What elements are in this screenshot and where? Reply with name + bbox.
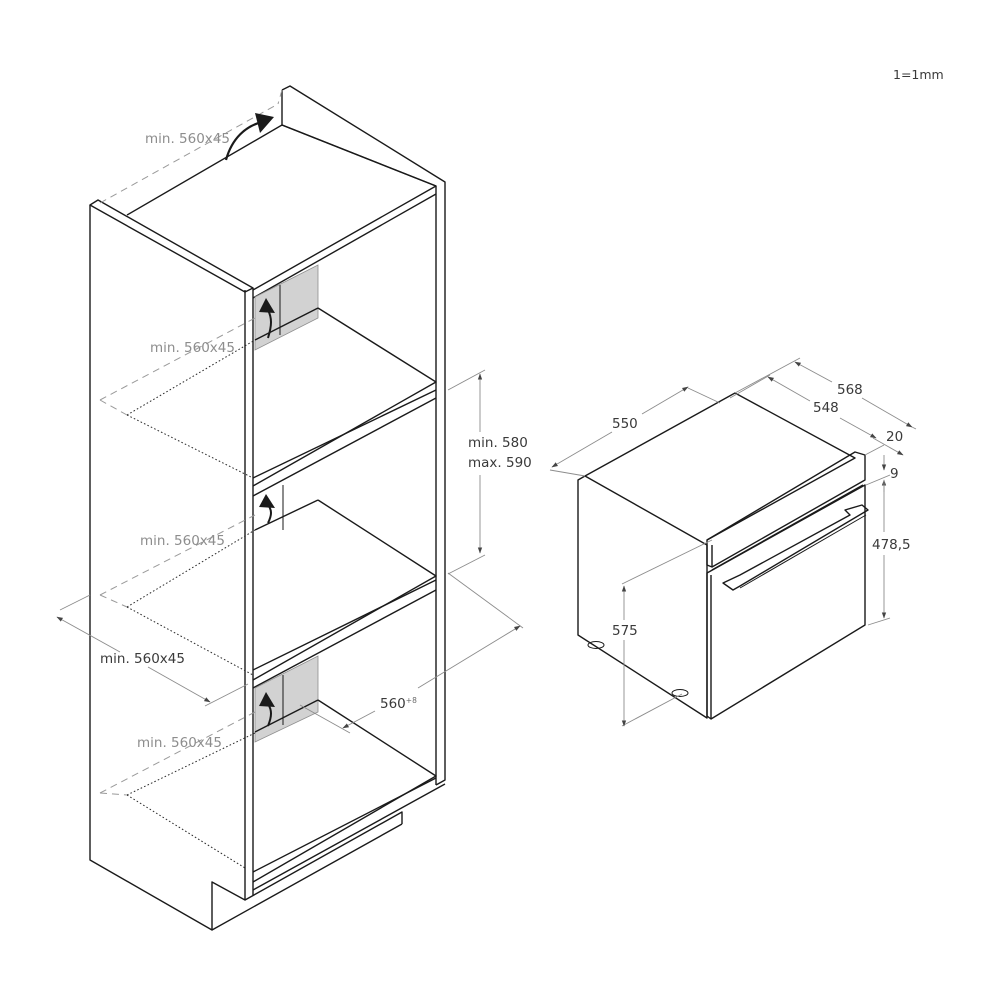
niche-width-dimension: 560+8 bbox=[299, 572, 524, 734]
cabinet-right-side-panel bbox=[281, 85, 446, 786]
oven-width-568: 568 bbox=[837, 382, 863, 398]
oven-width-548: 548 bbox=[813, 400, 839, 416]
airflow-arrow-middle bbox=[259, 494, 275, 524]
oven-width-dimensions: 568 548 bbox=[729, 357, 917, 439]
oven-depth-dimension: 550 bbox=[549, 386, 721, 477]
scale-note: 1=1mm bbox=[893, 67, 944, 82]
cabinet-top-front-lower-edge bbox=[252, 193, 437, 299]
airflow-arrow-lower bbox=[259, 692, 275, 727]
oven-front-depth-20: 20 bbox=[886, 429, 903, 445]
niche-height-min: min. 580 bbox=[468, 435, 528, 451]
oven-height-575: 575 bbox=[612, 623, 638, 639]
niche-height-max: max. 590 bbox=[468, 455, 532, 471]
oven-control-panel bbox=[706, 451, 866, 568]
oven-total-height-dimension: 575 bbox=[612, 539, 713, 727]
middle-shelf bbox=[252, 499, 437, 681]
upper-shelf bbox=[252, 307, 437, 487]
built-in-oven: 550 568 548 20 9 bbox=[549, 357, 917, 727]
top-vent-dashed-outline bbox=[99, 89, 283, 204]
oven-foot-rear bbox=[587, 641, 605, 649]
airflow-arrow-upper bbox=[259, 298, 275, 339]
oven-top-surface bbox=[584, 392, 856, 541]
cabinet-depth-dimension: min. 560x45 bbox=[56, 594, 249, 707]
oven-front-height-dimensions: 9 478,5 bbox=[865, 455, 911, 626]
cabinet-top-panel bbox=[126, 124, 437, 291]
oven-side-panel bbox=[577, 475, 708, 719]
oven-door bbox=[706, 484, 866, 720]
bottom-shelf bbox=[252, 699, 437, 883]
cabinet-left-side-panel bbox=[89, 205, 246, 931]
oven-gap-9: 9 bbox=[890, 466, 899, 482]
vent-label-upper: min. 560x45 bbox=[150, 340, 235, 356]
cabinet-top-rear-edge bbox=[281, 124, 437, 187]
vent-label-middle: min. 560x45 bbox=[140, 533, 225, 549]
vent-label-bottom: min. 560x45 bbox=[137, 735, 222, 751]
vent-label-top: min. 560x45 bbox=[145, 131, 230, 147]
cabinet-left-panel-top-edge bbox=[89, 199, 254, 293]
oven-door-handle bbox=[722, 504, 869, 591]
niche-height-dimension: min. 580 max. 590 bbox=[447, 369, 532, 575]
oven-height-478-5: 478,5 bbox=[872, 537, 911, 553]
cabinet-plinth bbox=[211, 811, 403, 931]
oven-front-depth-dimension: 20 bbox=[864, 429, 904, 456]
niche-width-value: 560+8 bbox=[380, 696, 417, 712]
airflow-arrow-top bbox=[224, 113, 274, 161]
oven-foot-front bbox=[671, 689, 689, 697]
cabinet-depth-label: min. 560x45 bbox=[100, 651, 185, 667]
oven-depth-550: 550 bbox=[612, 416, 638, 432]
tall-cabinet: min. 560x45 min. 560x45 min. 560x45 min.… bbox=[56, 85, 532, 931]
